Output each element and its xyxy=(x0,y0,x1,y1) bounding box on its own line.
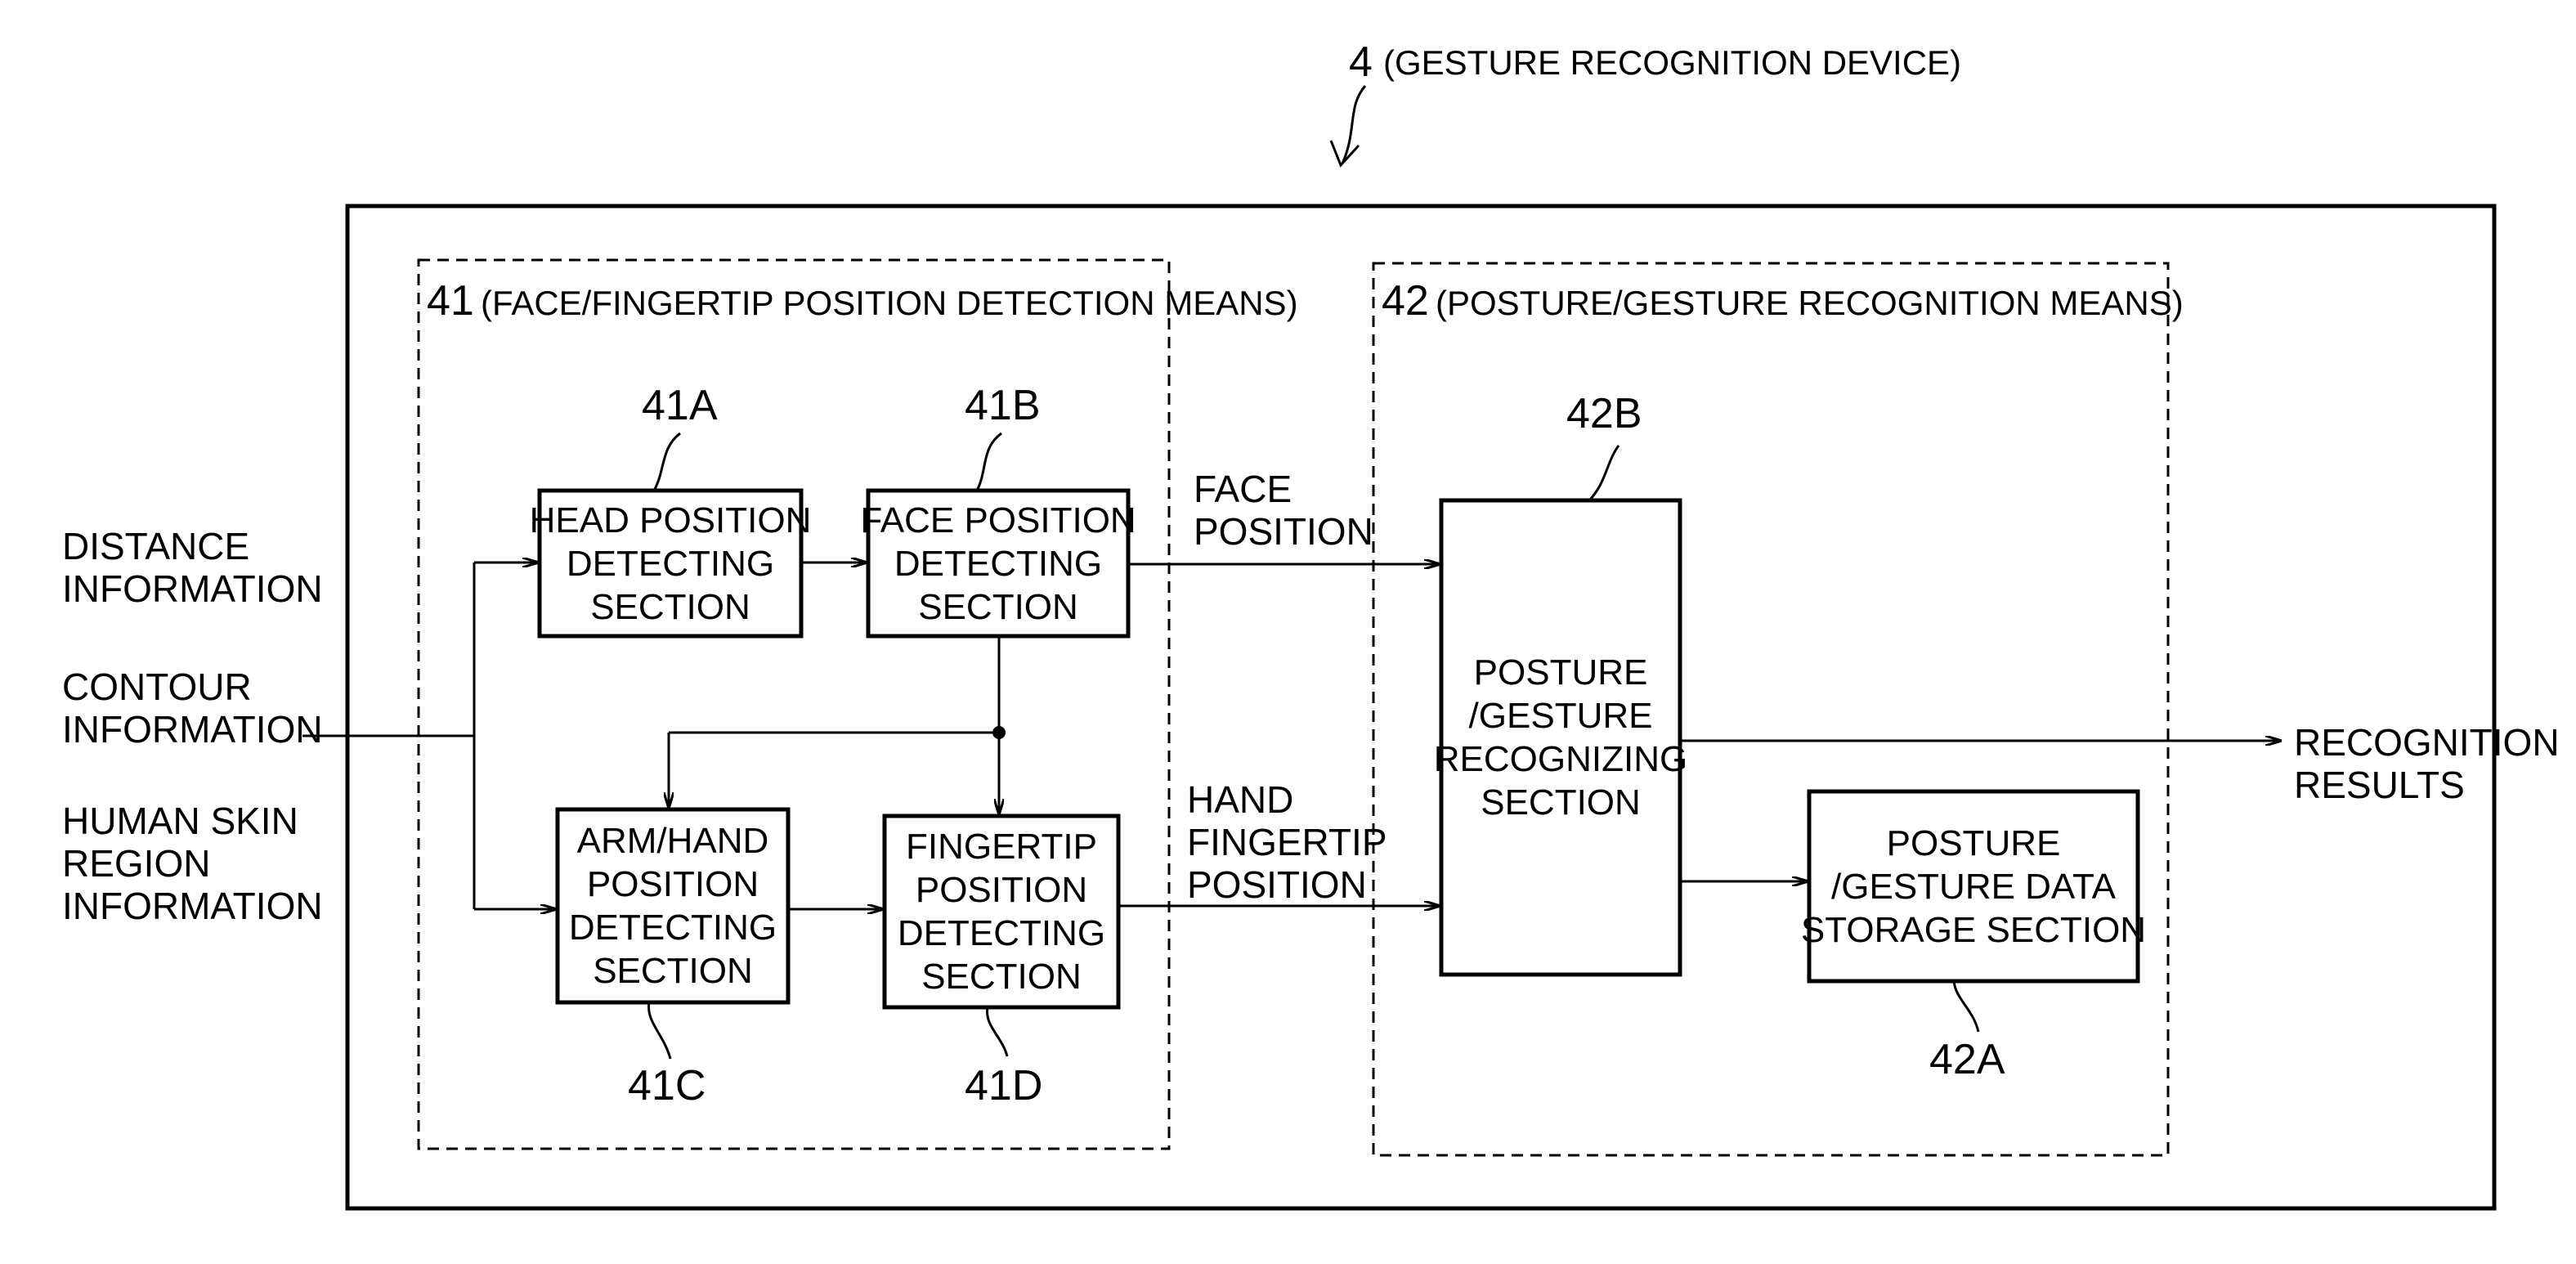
group-42-number: 42 xyxy=(1382,278,1429,324)
leader-41A xyxy=(654,433,680,491)
block-41A-label: HEAD POSITION DETECTING SECTION xyxy=(540,491,801,636)
leader-41D xyxy=(988,1007,1007,1056)
device-pointer-arrowhead xyxy=(1331,141,1359,165)
leader-42B xyxy=(1589,446,1619,500)
group-41-name: (FACE/FINGERTIP POSITION DETECTION MEANS… xyxy=(481,283,1298,324)
signal-hand-fingertip-position: HAND FINGERTIP POSITION xyxy=(1187,778,1387,906)
block-42B-label: POSTURE /GESTURE RECOGNIZING SECTION xyxy=(1441,500,1680,975)
group-41-number: 41 xyxy=(427,278,474,324)
leader-41C xyxy=(649,1002,670,1059)
leader-41B xyxy=(977,433,1001,491)
input-human-skin-region-information: HUMAN SKIN REGION INFORMATION xyxy=(62,800,323,927)
block-42A-label: POSTURE /GESTURE DATA STORAGE SECTION xyxy=(1809,791,2138,981)
ref-41D: 41D xyxy=(965,1063,1042,1109)
device-number: 4 xyxy=(1349,39,1373,85)
ref-41C: 41C xyxy=(628,1063,706,1109)
ref-41B: 41B xyxy=(965,383,1041,428)
block-41D-label: FINGERTIP POSITION DETECTING SECTION xyxy=(885,816,1118,1007)
leader-42A xyxy=(1954,981,1978,1032)
group-41-frame xyxy=(419,260,1169,1149)
ref-41A: 41A xyxy=(642,383,718,428)
block-41B-label: FACE POSITION DETECTING SECTION xyxy=(868,491,1128,636)
input-distance-information: DISTANCE INFORMATION xyxy=(62,525,323,610)
device-name: (GESTURE RECOGNITION DEVICE) xyxy=(1383,43,1961,83)
ref-42A: 42A xyxy=(1929,1037,2005,1082)
output-recognition-results: RECOGNITION RESULTS xyxy=(2294,721,2560,806)
group-42-name: (POSTURE/GESTURE RECOGNITION MEANS) xyxy=(1436,283,2184,324)
ref-42B: 42B xyxy=(1566,391,1642,437)
block-41C-label: ARM/HAND POSITION DETECTING SECTION xyxy=(558,809,788,1002)
input-contour-information: CONTOUR INFORMATION xyxy=(62,666,323,751)
signal-face-position: FACE POSITION xyxy=(1194,468,1373,553)
